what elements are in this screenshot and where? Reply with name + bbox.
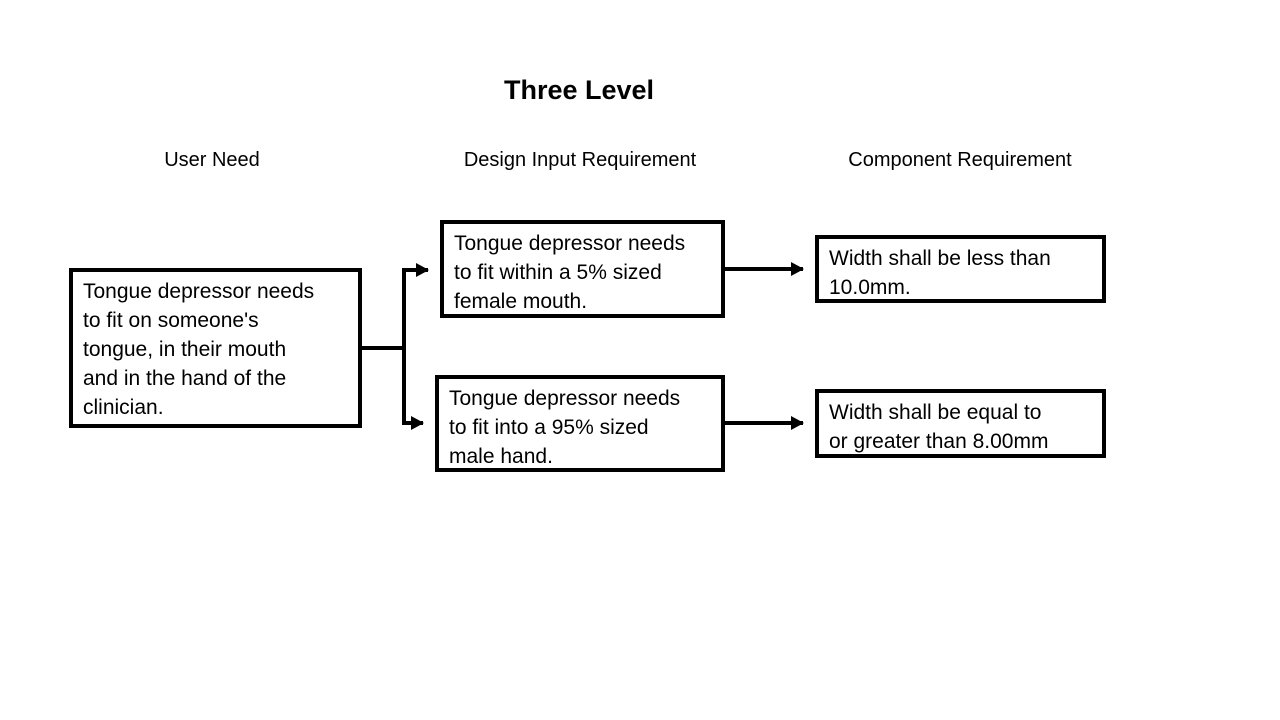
box-design-input-male-hand: Tongue depressor needs to fit into a 95%… [435, 375, 725, 472]
column-header-component-requirement: Component Requirement [848, 149, 1072, 171]
box-user-need: Tongue depressor needs to fit on someone… [69, 268, 362, 428]
diagram-title: Three Level [503, 75, 655, 105]
column-header-user-need: User Need [164, 149, 260, 171]
box-design-input-female-mouth: Tongue depressor needs to fit within a 5… [440, 220, 725, 318]
box-component-width-min: Width shall be equal to or greater than … [815, 389, 1106, 458]
box-component-width-max: Width shall be less than 10.0mm. [815, 235, 1106, 303]
column-header-design-input-requirement: Design Input Requirement [463, 149, 697, 171]
